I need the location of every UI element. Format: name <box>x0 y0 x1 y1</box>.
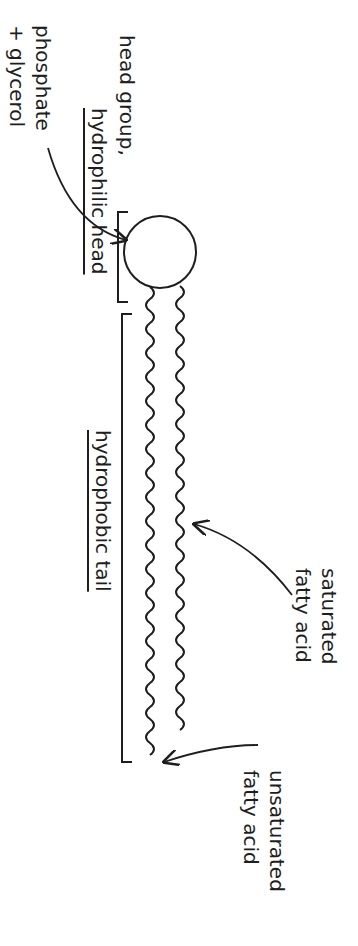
heading-label: head group, <box>114 35 140 235</box>
tail-bracket <box>122 314 132 762</box>
region-label: hydrophobic tail <box>90 430 116 690</box>
head-bracket <box>118 212 128 302</box>
leader-arrow <box>164 745 258 762</box>
callout-label: saturated fatty acid <box>290 568 342 688</box>
head-circle <box>124 216 196 288</box>
callout-label: unsaturated fatty acid <box>238 770 290 910</box>
saturated-tail <box>176 286 184 730</box>
callout-label: phosphate + glycerol <box>4 25 56 140</box>
region-label: hydrophilic head <box>86 108 112 328</box>
leader-arrow <box>194 524 292 595</box>
unsaturated-tail <box>146 287 154 755</box>
